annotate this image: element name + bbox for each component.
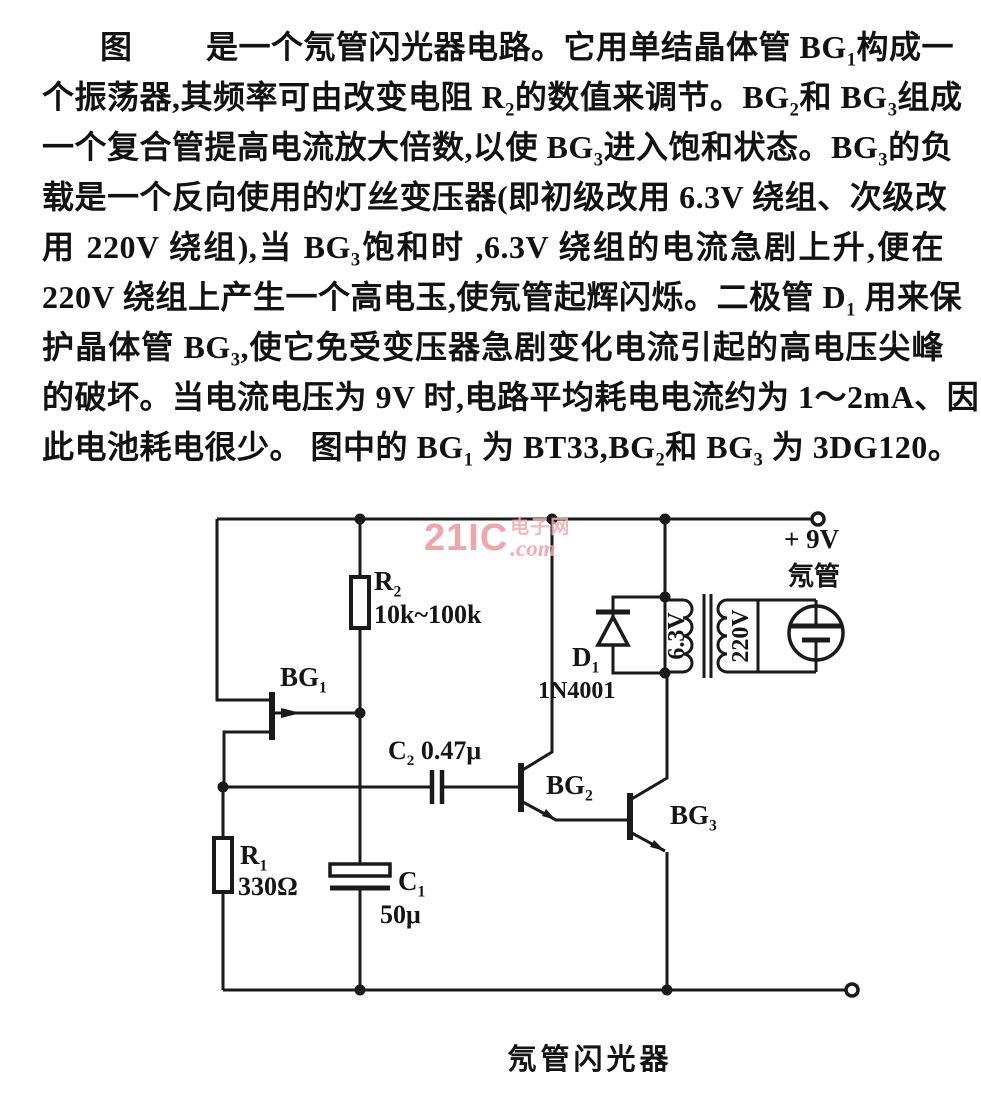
label-r2-value: 10k~100k [374,600,482,629]
label-neon-tube: 氖管 [788,562,841,591]
figure-caption: 氖管闪光器 [507,1044,673,1076]
label-c1-value: 50μ [380,900,421,929]
label-bg1: BG1 [280,662,327,697]
label-c1: C1 [398,866,426,901]
paragraph-line: 用 220V 绕组),当 BG3饱和时 ,6.3V 绕组的电流急剧上升,便在 [42,229,944,271]
transformer-core [702,594,713,678]
junction-dots [217,513,673,996]
description-paragraph: 图 是一个氖管闪光器电路。它用单结晶体管 BG1构成一 个振荡器,其频率可由改变… [42,22,980,472]
label-r2: R2 [374,566,402,601]
label-secondary-winding: 220V [728,609,754,663]
label-d1: D1 [572,642,600,677]
resistor-r1 [212,787,234,990]
paragraph-line: 图 是一个氖管闪光器电路。它用单结晶体管 BG1构成一 [100,29,955,71]
bg2-emitter-arrow [542,809,556,820]
paragraph-line: 此电池耗电很少。 图中的 BG1 为 BT33,BG2和 BG3 为 3DG12… [42,429,961,471]
paragraph-line: 护晶体管 BG3,使它免受变压器急剧变化电流引起的高电压尖峰 [42,329,944,371]
bg3-emitter-arrow [650,840,665,851]
resistor-r2 [349,519,371,864]
capacitor-c2 [223,770,519,804]
paragraph-line: 220V 绕组上产生一个高电玉,使氖管起辉闪烁。二极管 D1 用来保 [42,279,962,321]
transformer-secondary-220v [716,598,816,674]
label-r1: R1 [240,840,268,875]
paragraph-line: 个振荡器,其频率可由改变电阻 R2的数值来调节。BG2和 BG3组成 [42,79,963,121]
label-bg3: BG3 [670,800,717,835]
transistor-bg3 [627,673,669,990]
label-c2: C2 0.47μ [388,736,482,770]
ujt-emitter-arrow [281,708,301,718]
paragraph-line: 的破坏。当电流电压为 9V 时,电路平均耗电电流约为 1～2mA、因 [42,379,980,415]
label-supply-voltage: + 9V [784,524,840,554]
diode-triangle [595,613,631,647]
label-bg2: BG2 [546,770,593,805]
neon-tube-symbol [787,600,845,672]
label-primary-winding: 6.3V [664,612,690,660]
diode-d1 [595,595,665,675]
transistor-bg2 [518,519,628,822]
ground-terminal [844,982,860,998]
ujt-bg1-symbol [269,692,301,740]
paragraph-line: 载是一个反向使用的灯丝变压器(即初级改用 6.3V 绕组、次级改 [42,179,948,215]
label-r1-value: 330Ω [238,872,298,901]
ujt-bg1-wires [215,519,360,787]
paragraph-line: 一个复合管提高电流放大倍数,以使 BG3进入饱和状态。BG3的负 [42,129,954,171]
label-d1-part: 1N4001 [538,678,616,704]
capacitor-c1 [328,862,392,990]
supply-terminal [810,511,826,527]
